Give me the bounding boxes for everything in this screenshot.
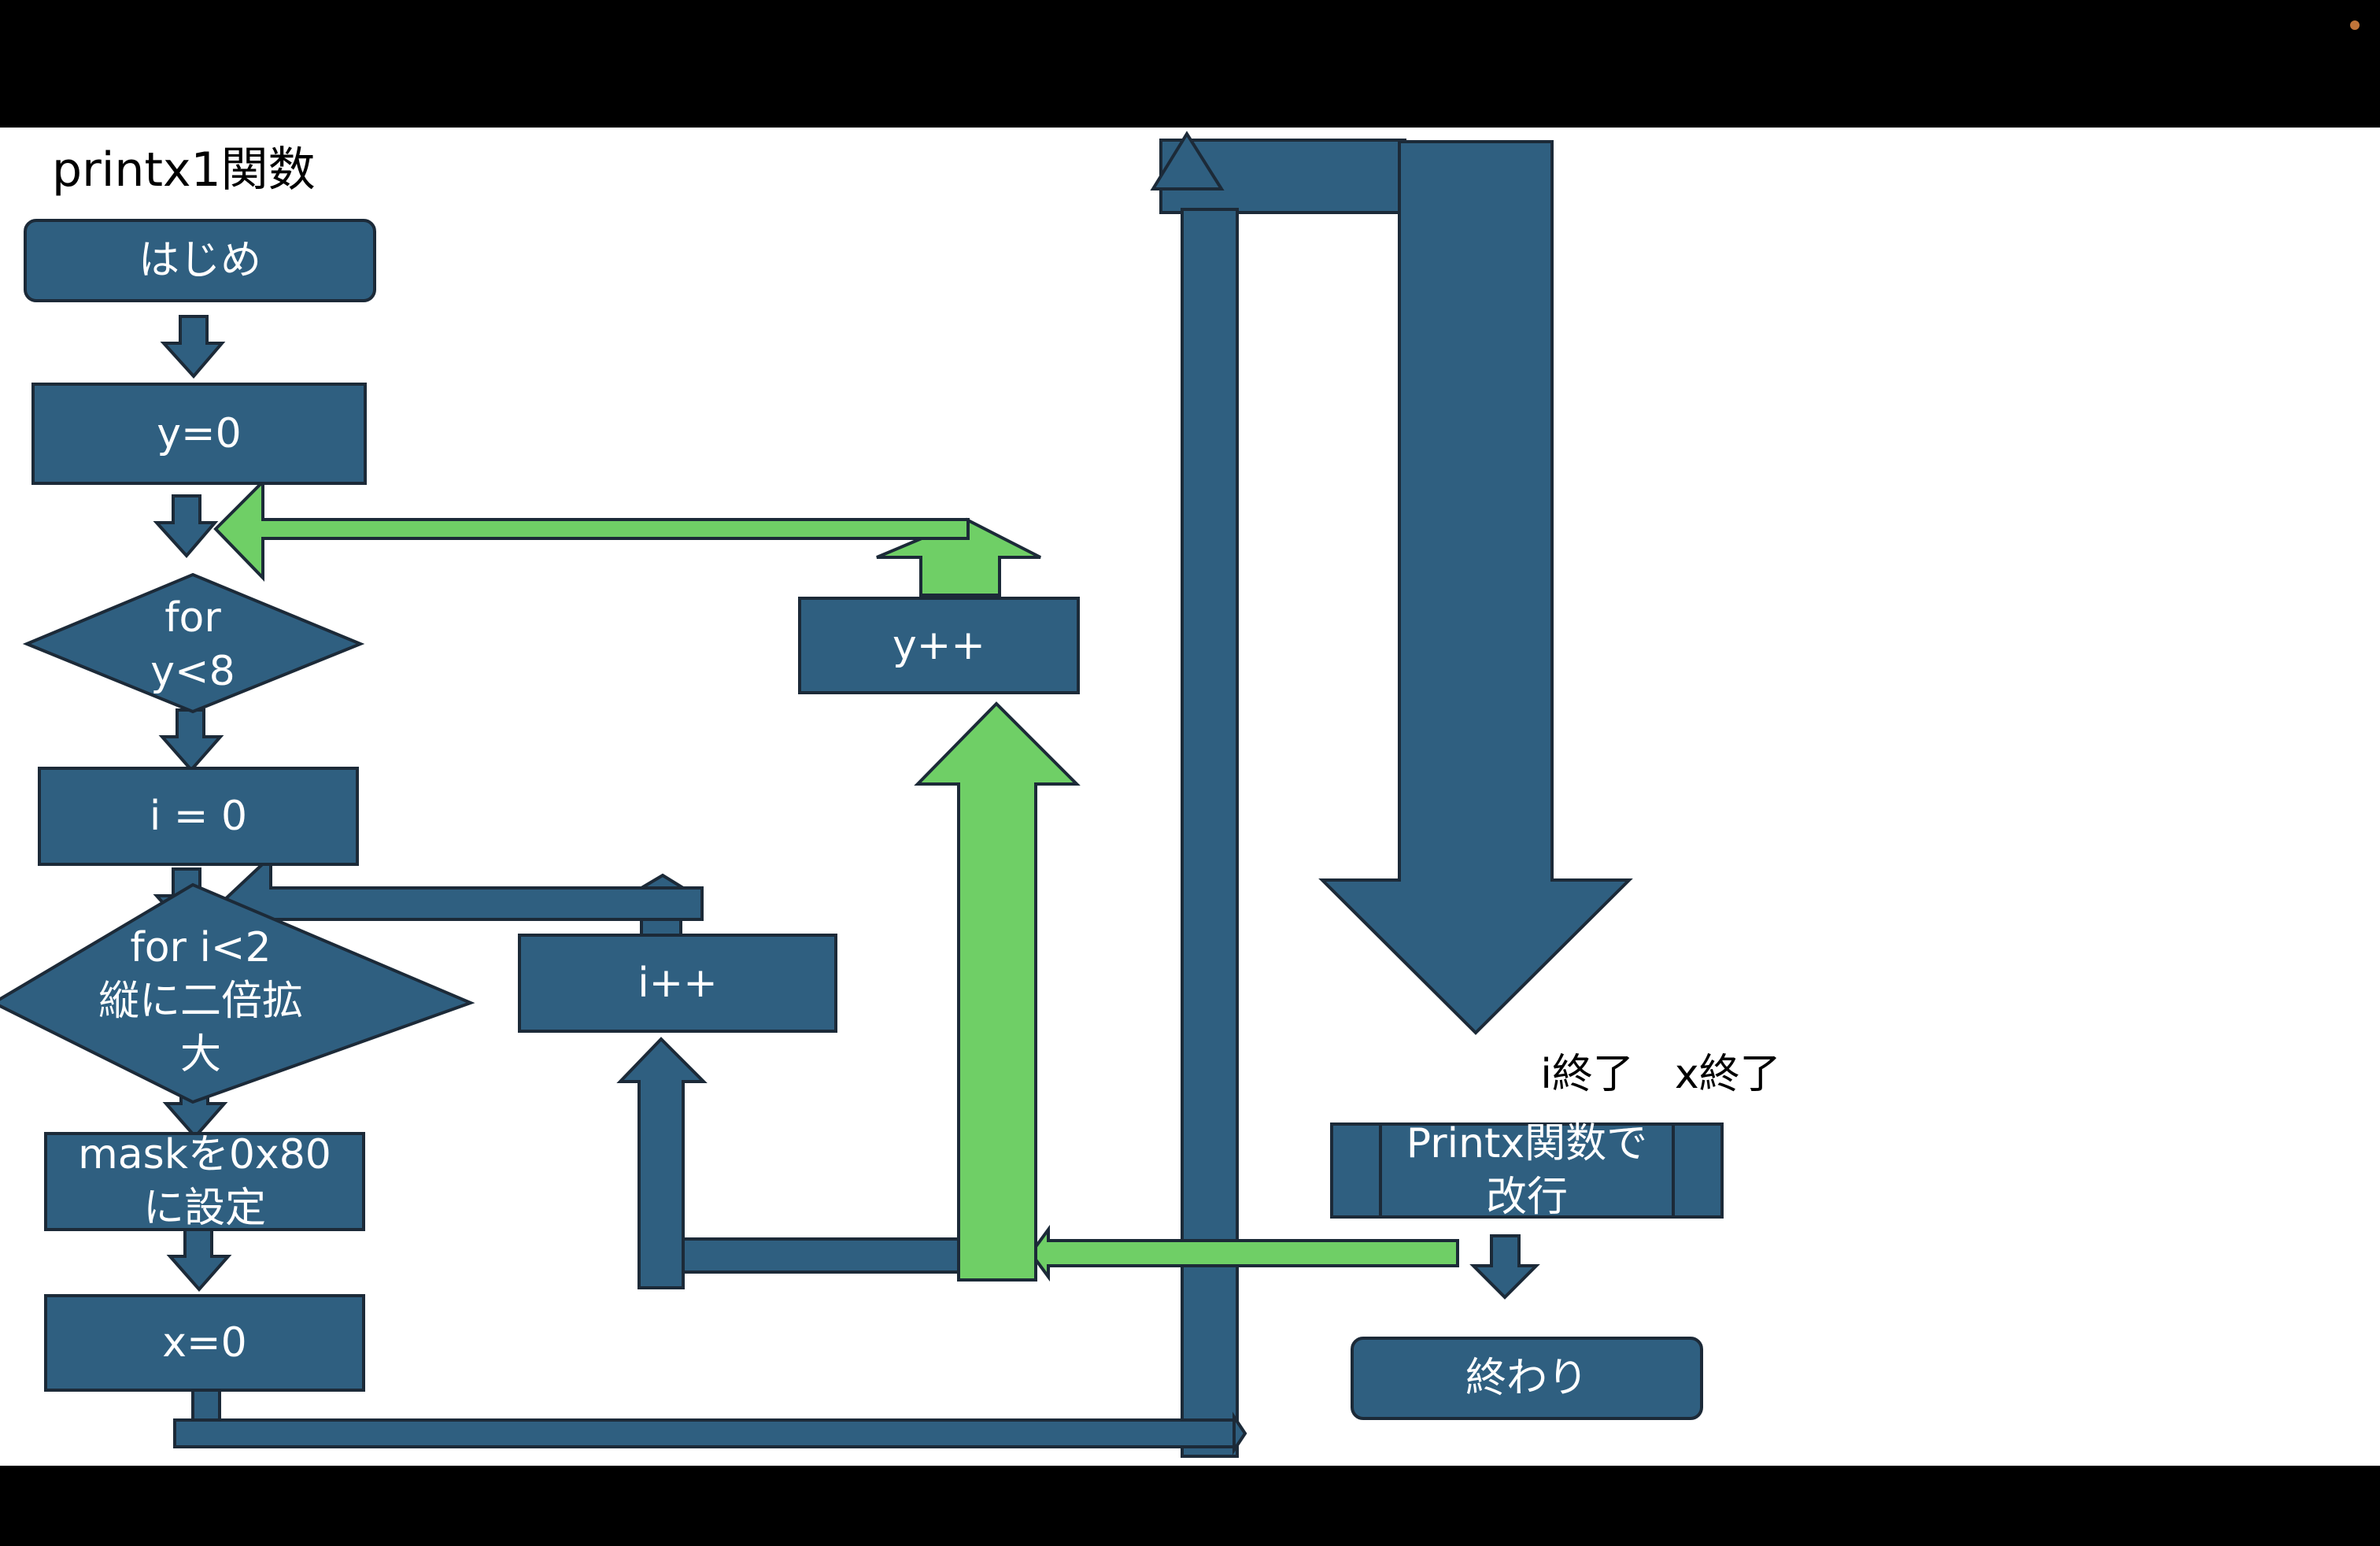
node-inc-i [518, 934, 837, 1033]
i-loop-stub-tip-icon [635, 873, 689, 890]
node-init-y-label: y=0 [157, 410, 242, 457]
node-inc-i-label: i++ [638, 960, 718, 1007]
page-title: printx1関数 [52, 142, 316, 198]
node-inc-y-label: y++ [893, 622, 985, 669]
node-start-label: はじめ [138, 237, 261, 284]
node-loop-y-label: for y<8 [150, 594, 235, 695]
node-newline-label: Printx関数で 改行 [1406, 1120, 1648, 1221]
node-loop-i [0, 882, 475, 1104]
arrow-down-6-icon [166, 1228, 232, 1293]
arrow-down-3-icon [158, 708, 224, 773]
i-loop-bottom-bar [638, 1237, 963, 1274]
bottom-connector-arrow-icon [1232, 1411, 1247, 1455]
camera-indicator-icon [2350, 20, 2360, 30]
y-loop-left-arrow-icon [1029, 1224, 1459, 1282]
bottom-connector-bar [173, 1418, 1239, 1448]
node-start [24, 219, 376, 302]
node-mask [44, 1132, 365, 1231]
node-loop-y [22, 572, 365, 714]
big-down-arrow-icon [1318, 140, 1633, 1035]
node-init-i [38, 767, 359, 866]
node-newline [1330, 1123, 1724, 1219]
i-loop-up-arrow-icon [616, 1037, 708, 1289]
node-end [1351, 1337, 1703, 1420]
node-inc-y [798, 597, 1080, 694]
arrow-down-7-icon [1469, 1234, 1540, 1300]
node-loop-i-label: for i<2 縦に二倍拡 大 [98, 924, 303, 1078]
y-loop-up-arrow-icon [914, 701, 1081, 1282]
main-vertical-bar [1181, 208, 1239, 1458]
arrow-down-2-icon [153, 494, 219, 559]
y-inc-up-arrow-icon [876, 517, 1041, 597]
node-init-y [31, 383, 367, 485]
node-init-i-label: i = 0 [149, 793, 248, 840]
node-init-x [44, 1294, 365, 1392]
arrow-down-1-icon [160, 315, 226, 379]
node-end-label: 終わり [1465, 1355, 1588, 1402]
node-init-x-label: x=0 [162, 1319, 247, 1367]
top-connector-arrow-icon [1150, 131, 1225, 190]
end-condition-note: i終了 x終了 [1540, 1051, 1781, 1098]
y-loop-return-arrow-icon [213, 478, 970, 582]
node-mask-label: maskを0x80 に設定 [78, 1131, 331, 1232]
